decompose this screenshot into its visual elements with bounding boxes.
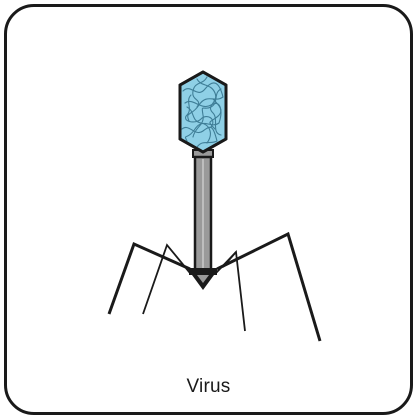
caption-label: Virus — [7, 376, 410, 398]
bacteriophage-illustration — [7, 7, 410, 412]
base-plate — [189, 268, 217, 275]
tail-fiber-left-inner — [143, 245, 190, 314]
tail-fiber-left-outer — [109, 244, 190, 314]
tail-fiber-right-outer — [217, 234, 320, 341]
virus-card: Virus — [4, 4, 413, 415]
